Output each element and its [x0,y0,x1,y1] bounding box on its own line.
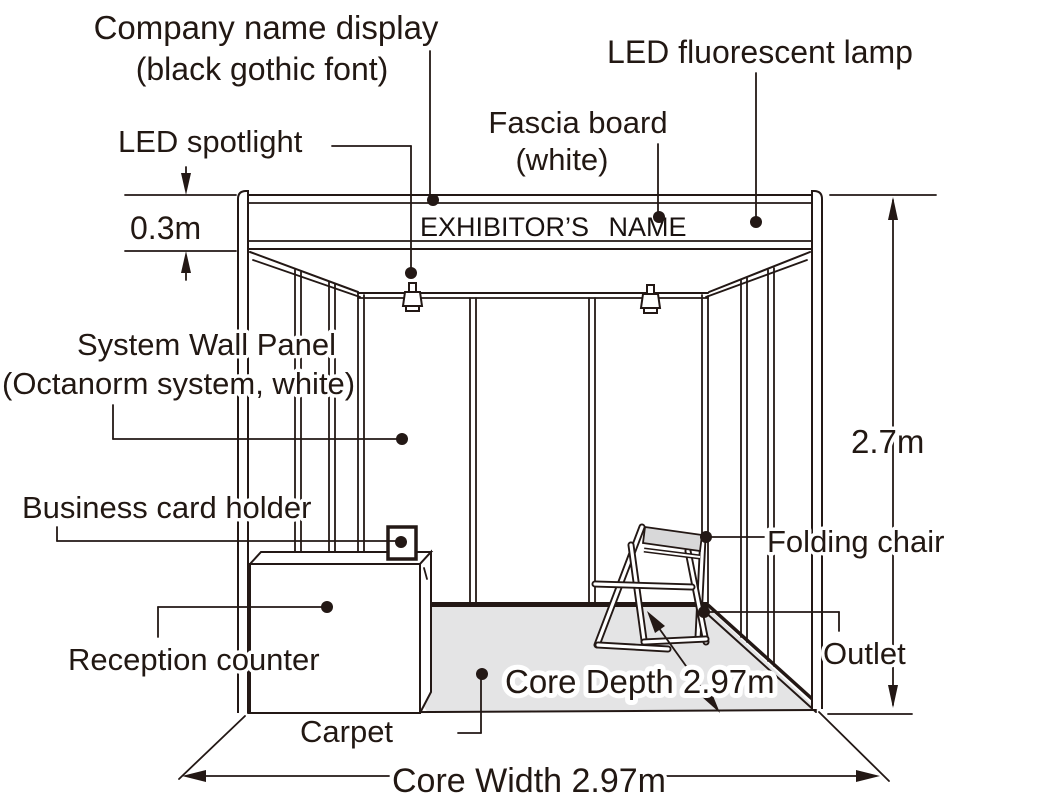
label-company-name-sub: (black gothic font) [136,51,389,87]
dimension-core-width [178,711,890,782]
label-reception-counter: Reception counter [68,642,320,677]
callout-dot-led-spotlight [405,267,417,279]
callout-dot-reception-counter [321,601,333,613]
callout-dot-carpet [476,668,488,680]
label-company-name: Company name display [94,9,439,46]
reception-counter-shape [247,549,434,714]
dimension-fascia-height [124,166,237,281]
back-wall-base-line [358,602,708,607]
fascia-frame: EXHIBITOR’S NAME [237,190,823,713]
label-led-spotlight: LED spotlight [118,124,303,159]
label-wall-panel-sub: (Octanorm system, white) [2,366,355,401]
dimension-booth-height [827,194,937,715]
callout-dot-wall-panel [396,433,408,445]
dim-core-width: Core Width 2.97m [392,762,666,800]
front-left-post [237,190,249,713]
spotlight-icon [401,282,424,312]
callout-dot-outlet [698,606,710,618]
label-wall-panel: System Wall Panel [77,327,336,362]
callout-dot-led-lamp [750,216,762,228]
callout-dot-fascia-board [653,211,665,223]
dim-core-depth: Core Depth 2.97m [505,663,775,700]
label-fascia-board: Fascia board [488,105,667,140]
dimension-core-depth [647,611,720,713]
left-wall [249,251,361,555]
label-fascia-board-sub: (white) [515,142,608,177]
callout-dot-company-name [427,194,439,206]
label-led-lamp: LED fluorescent lamp [607,34,913,70]
text-labels: Company name display (black gothic font)… [0,6,948,804]
led-spotlight-fixtures [401,282,662,314]
dim-fascia-height: 0.3m [130,210,201,246]
callout-dot-folding-chair [700,531,712,543]
callout-lines [56,50,840,734]
callout-dot-card-holder [395,536,407,548]
folding-chair-shape [591,523,710,653]
dim-booth-height: 2.7m [851,423,924,460]
front-right-post [811,190,823,709]
spotlight-icon [639,284,662,314]
label-outlet: Outlet [823,636,906,671]
label-card-holder: Business card holder [22,490,312,525]
fascia-exhibitor-name: EXHIBITOR’S NAME [420,212,687,242]
label-carpet: Carpet [300,714,393,749]
label-folding-chair: Folding chair [767,524,944,559]
right-wall [703,251,822,713]
